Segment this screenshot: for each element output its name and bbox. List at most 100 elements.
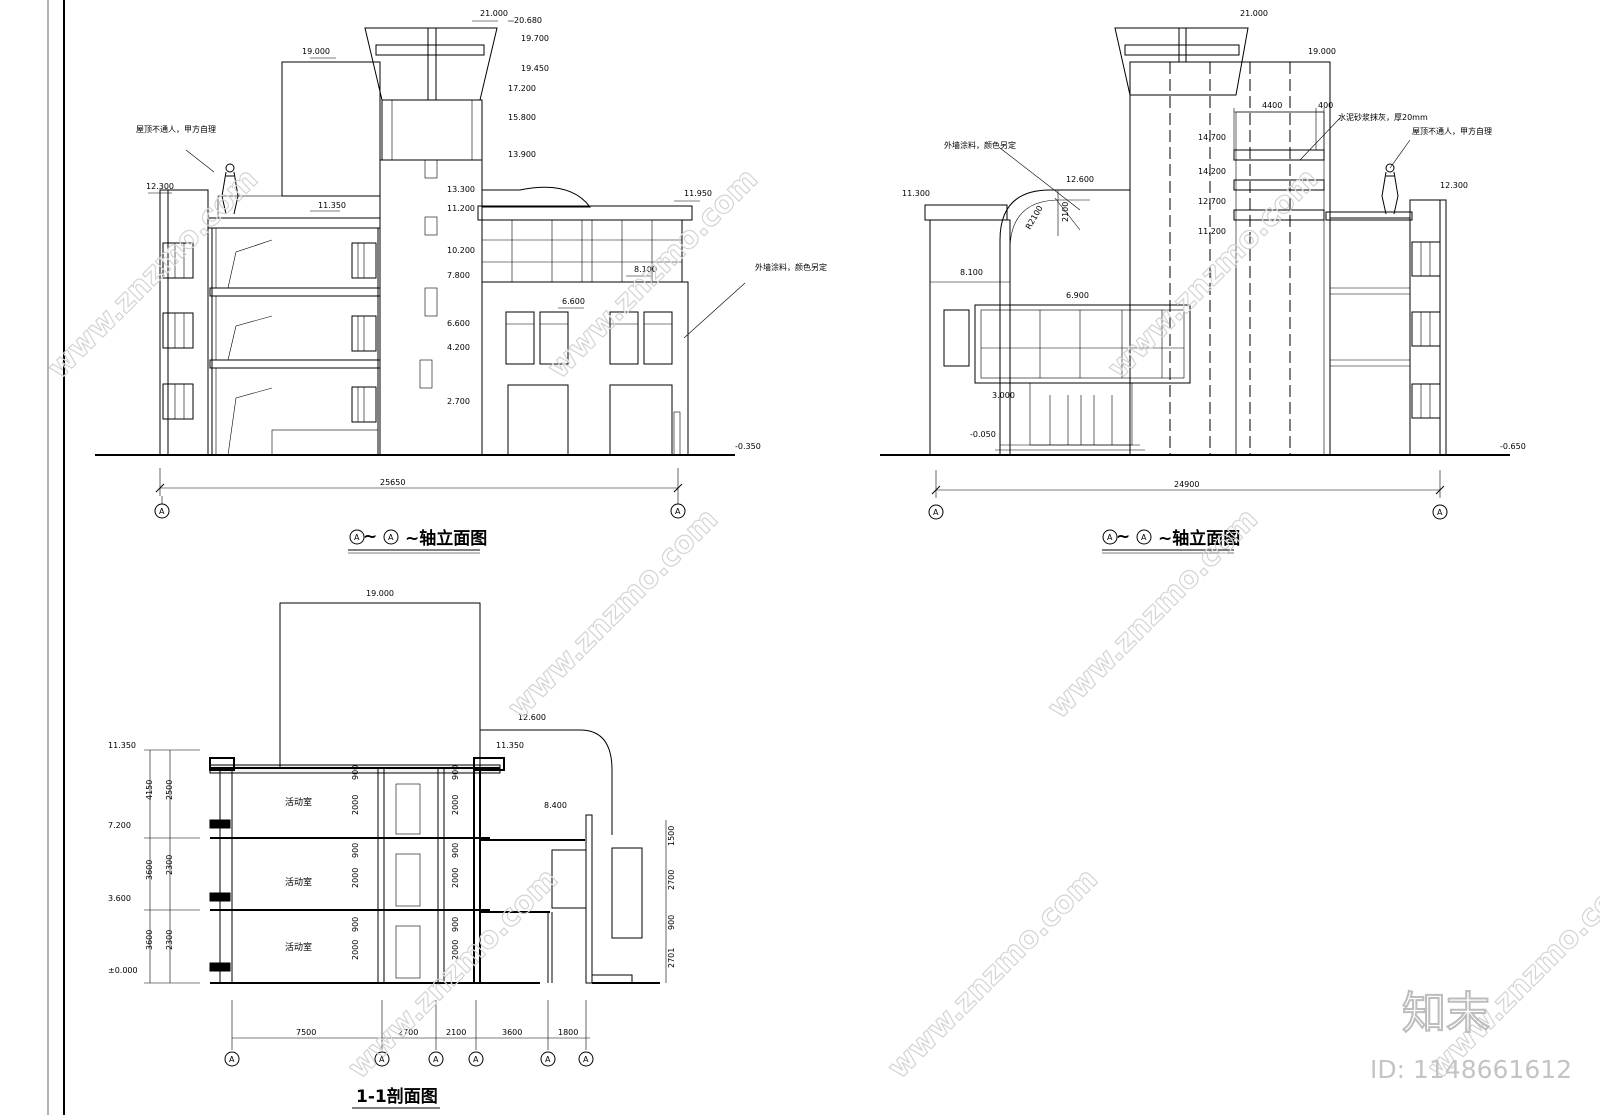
svg-text:19.000: 19.000 [302,47,330,56]
svg-text:900: 900 [351,843,360,858]
svg-text:~: ~ [363,527,377,547]
image-id: ID: 1148661612 [1370,1055,1572,1084]
svg-text:15.800: 15.800 [508,113,536,122]
svg-text:-0.350: -0.350 [735,442,761,451]
elev1-total-dim: 25650 [380,478,405,487]
dim-3600-bottom: 3600 [502,1028,522,1037]
svg-text:~: ~ [1116,527,1130,547]
section-top-level: 19.000 [366,589,394,598]
svg-text:19.450: 19.450 [521,64,549,73]
svg-text:2.700: 2.700 [447,397,470,406]
svg-text:10.200: 10.200 [447,246,475,255]
svg-text:水泥砂浆抹灰，厚20mm: 水泥砂浆抹灰，厚20mm [1338,112,1428,122]
svg-text:2500: 2500 [165,780,174,800]
note-roof: 屋顶不通人，甲方自理 [136,124,216,134]
svg-text:2300: 2300 [165,855,174,875]
room-label-2f: 活动室 [285,876,312,888]
level-0000: ±0.000 [108,966,138,975]
sheet-frame [47,0,65,1115]
svg-text:21.000: 21.000 [480,9,508,18]
section-axis-1: A [229,1055,235,1064]
svg-text:13.900: 13.900 [508,150,536,159]
svg-text:900: 900 [351,917,360,932]
elevation-1: 21.000 20.680 19.700 19.450 17.200 15.80… [95,9,827,554]
svg-text:13.300: 13.300 [447,185,475,194]
dim-3600-b: 3600 [145,930,154,950]
svg-text:17.200: 17.200 [508,84,536,93]
dim-3600-a: 3600 [145,860,154,880]
section-axis-5: A [545,1055,551,1064]
elev2-total-dim: 24900 [1174,480,1199,489]
dim-2100: 2100 [446,1028,466,1037]
svg-text:400: 400 [1318,101,1333,110]
elev2-title: ~轴立面图 [1158,528,1240,549]
level-11350: 11.350 [108,741,136,750]
svg-text:14.700: 14.700 [1198,133,1226,142]
svg-text:6.600: 6.600 [447,319,470,328]
dim-900: 900 [667,915,676,930]
svg-text:14.200: 14.200 [1198,167,1226,176]
elev1-axis-start: A [159,507,165,516]
svg-text:900: 900 [351,765,360,780]
svg-text:2000: 2000 [351,868,360,888]
level-12600: 12.600 [518,713,546,722]
svg-text:8.100: 8.100 [960,268,983,277]
svg-text:外墙涂料，颜色另定: 外墙涂料，颜色另定 [755,262,827,272]
svg-text:屋顶不通人，甲方自理: 屋顶不通人，甲方自理 [1412,126,1492,136]
room-label-3f: 活动室 [285,796,312,808]
svg-text:2000: 2000 [351,795,360,815]
level-7200: 7.200 [108,821,131,830]
section-axis-2: A [379,1055,385,1064]
svg-text:2000: 2000 [451,868,460,888]
svg-text:11.950: 11.950 [684,189,712,198]
section-1-1: 活动室 活动室 活动室 19.000 11.350 7.200 3.600 ±0… [108,589,676,1109]
level-3600: 3.600 [108,894,131,903]
svg-text:3.000: 3.000 [992,391,1015,400]
svg-text:4400: 4400 [1262,101,1282,110]
svg-text:A: A [1141,533,1147,542]
svg-text:11.300: 11.300 [902,189,930,198]
svg-text:900: 900 [451,917,460,932]
svg-text:12.300: 12.300 [146,182,174,191]
svg-text:12.600: 12.600 [1066,175,1094,184]
svg-text:11.350: 11.350 [318,201,346,210]
svg-text:4.200: 4.200 [447,343,470,352]
svg-text:19.000: 19.000 [1308,47,1336,56]
elev2-axis-start: A [933,508,939,517]
elev1-title: ~轴立面图 [405,528,487,549]
svg-text:21.000: 21.000 [1240,9,1268,18]
svg-text:A: A [1107,533,1113,542]
elevation-2: 4400 400 2100 R2100 21.000 19.000 14.700… [880,9,1526,554]
svg-text:2000: 2000 [451,795,460,815]
level-11350-right: 11.350 [496,741,524,750]
svg-text:6.600: 6.600 [562,297,585,306]
human-figure-icon [221,163,239,215]
svg-text:A: A [354,533,360,542]
svg-text:2100: 2100 [1061,202,1070,222]
room-label-1f: 活动室 [285,941,312,953]
dim-2700: 2700 [667,870,676,890]
svg-text:900: 900 [451,765,460,780]
svg-text:7.800: 7.800 [447,271,470,280]
section-axis-6: A [583,1055,589,1064]
svg-text:11.200: 11.200 [447,204,475,213]
svg-text:8.100: 8.100 [634,265,657,274]
svg-text:外墙涂料，颜色另定: 外墙涂料，颜色另定 [944,140,1016,150]
section-axis-3: A [433,1055,439,1064]
section-axis-4: A [473,1055,479,1064]
dim-7500: 7500 [296,1028,316,1037]
level-8400: 8.400 [544,801,567,810]
section-title: 1-1剖面图 [356,1086,438,1107]
svg-text:A: A [388,533,394,542]
elev1-axis-end: A [675,507,681,516]
svg-text:12.700: 12.700 [1198,197,1226,206]
svg-text:-0.650: -0.650 [1500,442,1526,451]
dim-1500: 1500 [667,826,676,846]
svg-text:-0.050: -0.050 [970,430,996,439]
dim-2701: 2701 [667,948,676,968]
svg-text:12.300: 12.300 [1440,181,1468,190]
svg-text:11.200: 11.200 [1198,227,1226,236]
dim-4150: 4150 [145,780,154,800]
dim-1800: 1800 [558,1028,578,1037]
